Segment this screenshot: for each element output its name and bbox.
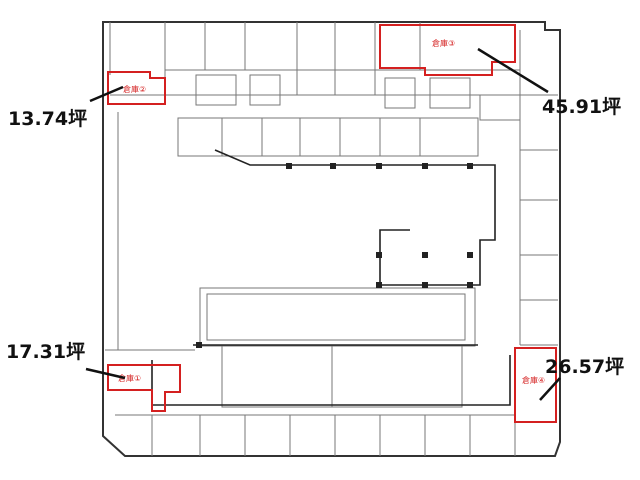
storeroom-2-name: 倉庫② (123, 84, 146, 94)
storeroom-4-area-label: 26.57坪 (545, 356, 625, 378)
leader-lines (85, 47, 561, 401)
storeroom-1-name: 倉庫① (118, 373, 141, 383)
core-walls (151, 149, 511, 406)
storeroom-2[interactable]: 倉庫② (107, 71, 166, 105)
storeroom-4-name: 倉庫④ (522, 375, 545, 385)
columns (196, 163, 473, 348)
interior-walls (105, 22, 558, 456)
storeroom-1-area-label: 17.31坪 (6, 341, 86, 363)
storeroom-3[interactable]: 倉庫③ (379, 24, 516, 76)
storeroom-1[interactable]: 倉庫① (107, 364, 181, 412)
storeroom-2-area-label: 13.74坪 (8, 108, 88, 130)
storeroom-3-area-label: 45.91坪 (542, 96, 622, 118)
storeroom-4[interactable]: 倉庫④ (514, 347, 557, 423)
storeroom-3-name: 倉庫③ (432, 38, 455, 48)
building-outline (102, 21, 561, 457)
